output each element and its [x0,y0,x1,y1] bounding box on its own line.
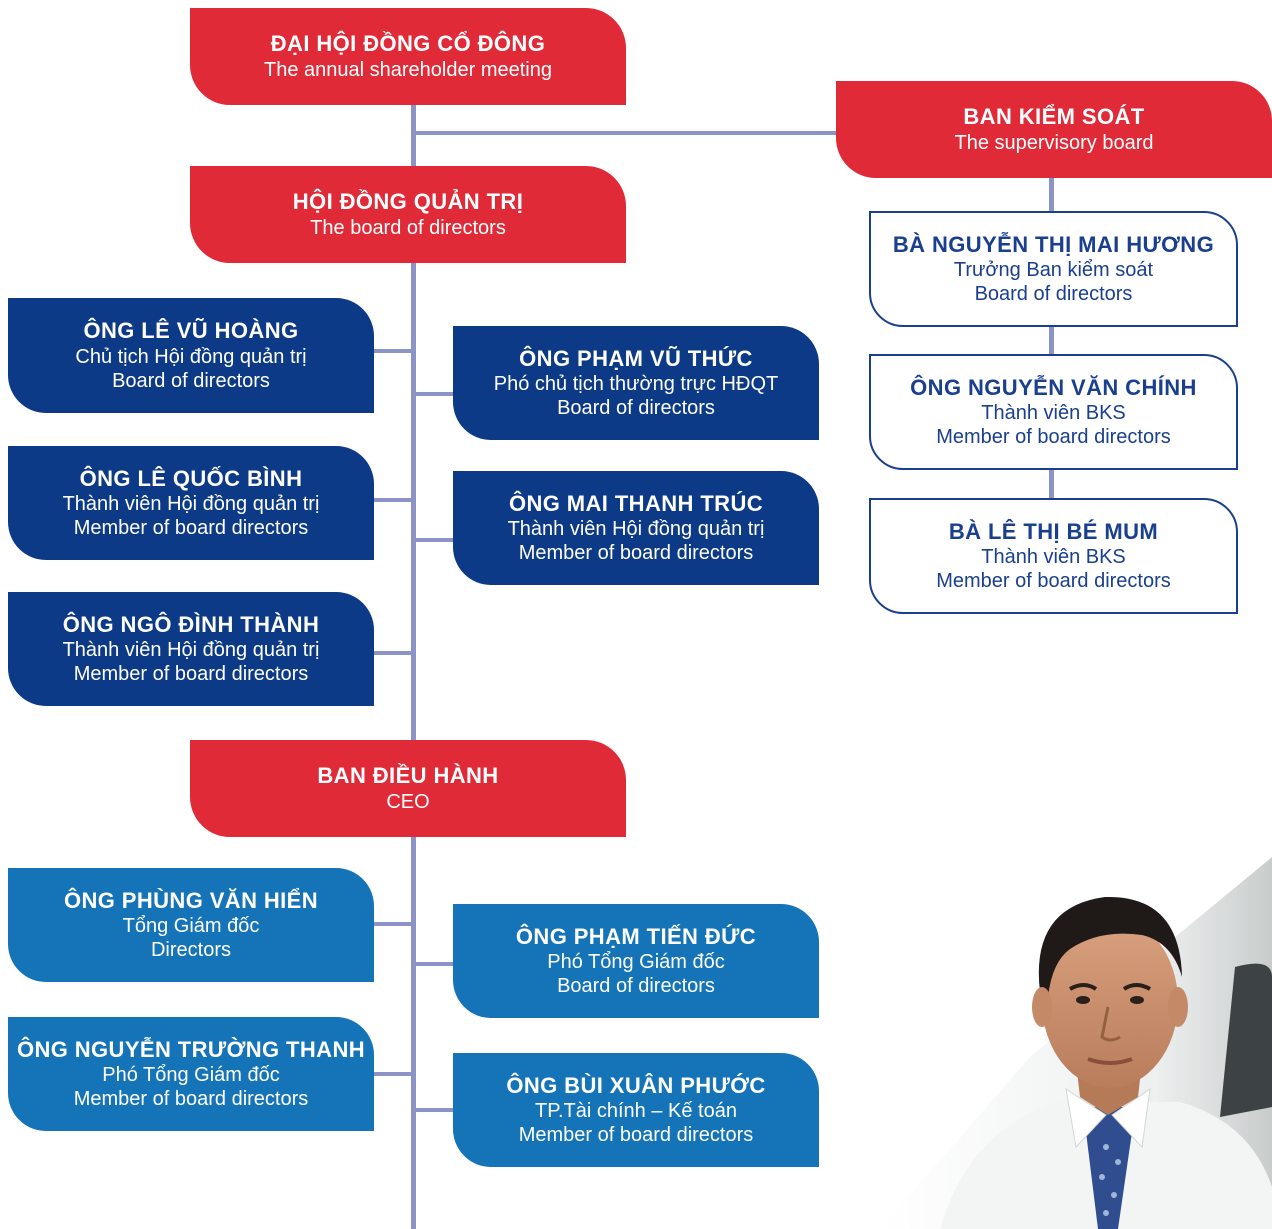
member-name: ÔNG NGÔ ĐÌNH THÀNH [62,611,320,637]
connector-nguyen-truong-thanh [370,1072,412,1076]
member-name: ÔNG NGUYỄN TRƯỜNG THANH [16,1036,366,1062]
executive-member-card: ÔNG BÙI XUÂN PHƯỚC TP.Tài chính – Kế toá… [453,1053,819,1167]
board-member-card: ÔNG MAI THANH TRÚC Thành viên Hội đồng q… [453,471,819,585]
member-role-en: Board of directors [112,369,270,392]
member-name: ÔNG BÙI XUÂN PHƯỚC [506,1072,766,1098]
connector-phung-van-hien [370,922,412,926]
shareholder-meeting-subtitle: The annual shareholder meeting [264,58,552,81]
member-role-vi: Trưởng Ban kiểm soát [953,259,1154,282]
member-role-vi: Thành viên BKS [981,402,1126,425]
board-of-directors-title: HỘI ĐỒNG QUẢN TRỊ [292,189,524,215]
shareholder-meeting-title: ĐẠI HỘI ĐỒNG CỔ ĐÔNG [270,31,546,57]
executive-board-box: BAN ĐIỀU HÀNH CEO [190,740,626,837]
member-role-vi: Chủ tịch Hội đồng quản trị [75,345,307,368]
executive-member-card: ÔNG NGUYỄN TRƯỜNG THANH Phó Tổng Giám đố… [8,1017,374,1131]
member-role-en: Directors [150,939,231,962]
member-role-en: Board of directors [974,283,1133,306]
supervisory-board-subtitle: The supervisory board [954,131,1154,154]
member-name: ÔNG MAI THANH TRÚC [508,490,764,516]
member-role-vi: Phó chủ tịch thường trực HĐQT [493,373,779,396]
member-role-vi: Phó Tổng Giám đốc [547,951,725,974]
member-role-en: Member of board directors [936,570,1171,593]
supervisory-board-title: BAN KIỂM SOÁT [963,104,1145,130]
connector-mai-thanh-truc [414,538,456,542]
shareholder-meeting-box: ĐẠI HỘI ĐỒNG CỔ ĐÔNG The annual sharehol… [190,8,626,105]
executive-member-card: ÔNG PHÙNG VĂN HIỂN Tổng Giám đốc Directo… [8,868,374,982]
board-member-card: ÔNG LÊ QUỐC BÌNH Thành viên Hội đồng quả… [8,446,374,560]
member-name: ÔNG PHÙNG VĂN HIỂN [63,887,319,913]
member-role-en: Board of directors [557,397,715,420]
member-name: ÔNG PHẠM VŨ THỨC [519,345,753,371]
connector-le-quoc-binh [370,498,412,502]
member-role-en: Member of board directors [73,663,309,686]
executive-board-title: BAN ĐIỀU HÀNH [317,763,499,789]
supervisory-member-card: ÔNG NGUYỄN VĂN CHÍNH Thành viên BKS Memb… [869,354,1238,470]
connector-le-vu-hoang [370,349,412,353]
member-role-en: Member of board directors [518,542,754,565]
member-role-vi: Thành viên Hội đồng quản trị [507,518,765,541]
member-name: ÔNG LÊ VŨ HOÀNG [83,318,299,344]
member-name: ÔNG NGUYỄN VĂN CHÍNH [910,374,1197,400]
supervisory-member-card: BÀ LÊ THỊ BÉ MUM Thành viên BKS Member o… [869,498,1238,614]
connector-pham-vu-thuc [414,392,456,396]
connector-pham-tien-duc [414,962,456,966]
board-of-directors-box: HỘI ĐỒNG QUẢN TRỊ The board of directors [190,166,626,263]
board-member-card: ÔNG LÊ VŨ HOÀNG Chủ tịch Hội đồng quản t… [8,298,374,413]
member-role-vi: TP.Tài chính – Kế toán [535,1100,737,1123]
member-role-vi: Tổng Giám đốc [122,915,260,938]
member-role-vi: Thành viên Hội đồng quản trị [62,639,320,662]
supervisory-member-card: BÀ NGUYỄN THỊ MAI HƯƠNG Trưởng Ban kiểm … [869,211,1238,327]
member-name: ÔNG PHẠM TIẾN ĐỨC [515,923,757,949]
member-role-en: Member of board directors [73,1088,309,1111]
connector-bui-xuan-phuoc [414,1108,456,1112]
member-name: ÔNG LÊ QUỐC BÌNH [79,465,303,491]
member-name: BÀ LÊ THỊ BÉ MUM [948,518,1159,544]
member-role-en: Member of board directors [936,426,1171,449]
main-spine [411,100,416,1229]
executive-board-subtitle: CEO [386,790,430,813]
member-role-vi: Phó Tổng Giám đốc [102,1064,280,1087]
executive-portrait-photo [880,857,1272,1229]
member-role-vi: Thành viên Hội đồng quản trị [62,493,320,516]
board-member-card: ÔNG NGÔ ĐÌNH THÀNH Thành viên Hội đồng q… [8,592,374,706]
connector-ngo-dinh-thanh [370,651,412,655]
member-name: BÀ NGUYỄN THỊ MAI HƯƠNG [892,231,1215,257]
board-member-card: ÔNG PHẠM VŨ THỨC Phó chủ tịch thường trự… [453,326,819,440]
supervisory-board-box: BAN KIỂM SOÁT The supervisory board [836,81,1272,178]
member-role-en: Board of directors [557,975,715,998]
supervisory-connector-h [414,131,839,135]
member-role-en: Member of board directors [518,1124,754,1147]
board-of-directors-subtitle: The board of directors [310,216,506,239]
executive-member-card: ÔNG PHẠM TIẾN ĐỨC Phó Tổng Giám đốc Boar… [453,904,819,1018]
supervisory-spine [1049,175,1054,505]
member-role-en: Member of board directors [73,517,309,540]
member-role-vi: Thành viên BKS [981,546,1126,569]
